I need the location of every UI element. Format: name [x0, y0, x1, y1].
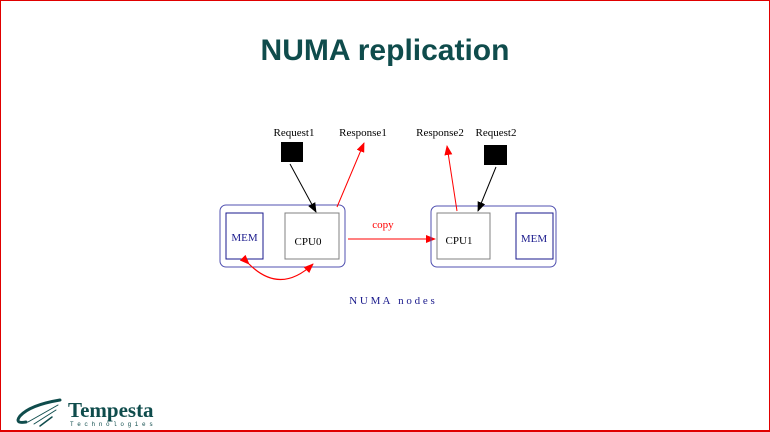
- cpu-label-1: CPU1: [446, 235, 473, 247]
- logo-subtitle: Technologies: [70, 421, 157, 428]
- mem-label-0: MEM: [231, 232, 258, 244]
- mem-box-1: [515, 212, 554, 260]
- mem-label-1: MEM: [521, 233, 548, 245]
- request1-block: [281, 142, 303, 162]
- request2-block: [484, 145, 507, 165]
- copy-label: copy: [372, 219, 394, 231]
- response2-arrow: [444, 145, 458, 212]
- response1-label: Response1: [339, 127, 387, 139]
- logo-name: Tempesta: [68, 398, 154, 422]
- response2-label: Response2: [416, 127, 464, 139]
- tempesta-logo-icon: [16, 398, 62, 427]
- numa-nodes-caption: N U M A n o d e s: [349, 295, 435, 307]
- request2-arrow: [477, 166, 497, 212]
- cpu-box-1: [436, 212, 491, 260]
- response1-arrow: [336, 142, 365, 208]
- cpu-label-0: CPU0: [295, 236, 322, 248]
- numa-node-1: [430, 205, 557, 268]
- slide-title: NUMA replication: [260, 34, 510, 67]
- request2-label: Request2: [476, 127, 517, 139]
- mem-cpu-arrow: [239, 254, 314, 280]
- request1-arrow: [289, 163, 317, 213]
- request1-label: Request1: [274, 127, 315, 139]
